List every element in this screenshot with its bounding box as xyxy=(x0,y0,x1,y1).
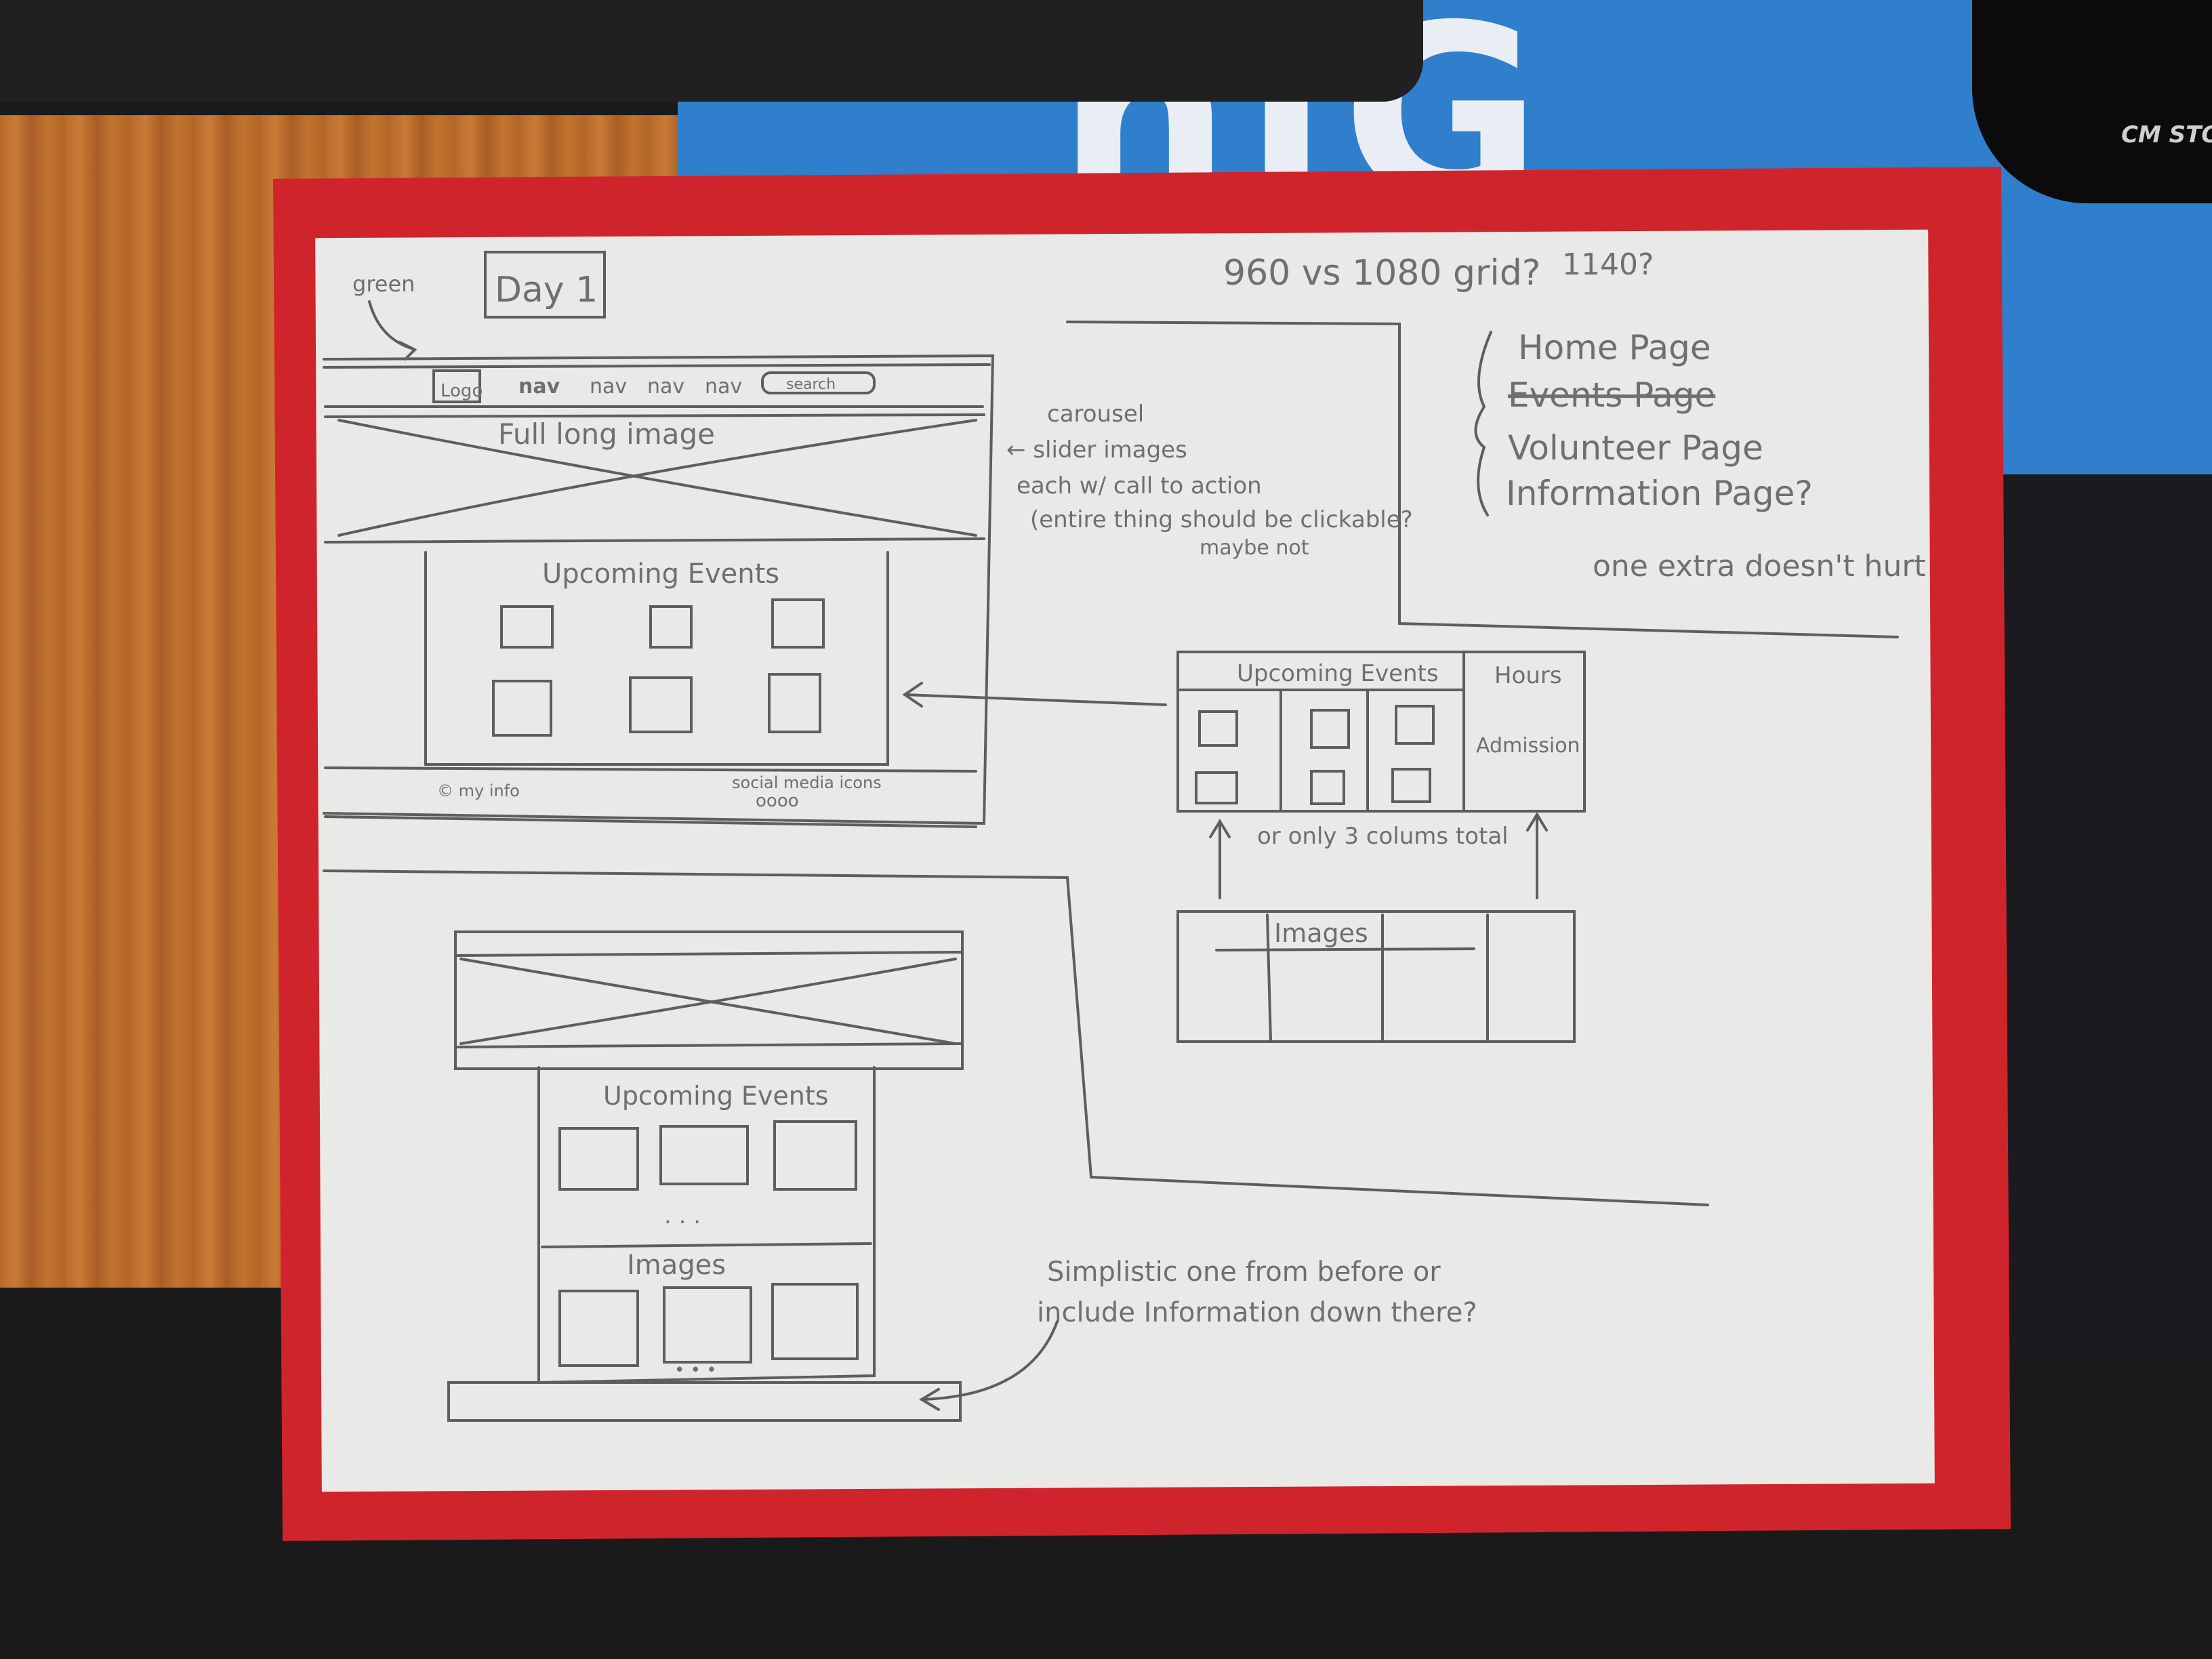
up-arrow-head xyxy=(1209,819,1231,838)
pages-note: one extra doesn't hurt xyxy=(1593,549,1926,583)
search-label: search xyxy=(786,376,836,393)
images-ellipsis: • • • xyxy=(674,1360,717,1380)
mouse: CM STO xyxy=(1972,0,2212,203)
upcoming-events-label: Upcoming Events xyxy=(542,558,779,590)
event-thumb xyxy=(768,673,821,733)
images-row-box xyxy=(1176,910,1576,1043)
keyboard xyxy=(0,0,1423,102)
up-arrow-head xyxy=(1526,812,1548,832)
event-card xyxy=(659,1125,749,1185)
images-divider xyxy=(1266,914,1272,1042)
footer-question: Simplistic one from before or xyxy=(1047,1256,1441,1288)
alt-thumb xyxy=(1195,771,1238,804)
page-list-item: Volunteer Page xyxy=(1508,428,1763,468)
carousel-note: (entire thing should be clickable? xyxy=(1030,506,1413,533)
hero-label: Full long image xyxy=(498,417,715,451)
alt-thumb xyxy=(1310,770,1345,805)
carousel-note: each w/ call to action xyxy=(1017,472,1262,499)
image-card xyxy=(663,1286,752,1364)
footer-social: social media icons xyxy=(732,773,882,792)
svg-text:CM STO: CM STO xyxy=(2121,121,2212,148)
hero-top-line xyxy=(324,413,985,418)
event-thumb xyxy=(492,680,552,737)
event-thumb xyxy=(649,605,693,649)
page-list-item: Information Page? xyxy=(1506,474,1813,513)
footer-line xyxy=(324,766,977,773)
section-divider xyxy=(541,1242,872,1248)
grid-question: 960 vs 1080 grid? xyxy=(1223,253,1540,293)
nav-item: nav xyxy=(518,375,560,398)
nav-top-line xyxy=(323,363,991,369)
pointer-arrow xyxy=(903,693,1167,706)
alt-hours-label: Hours xyxy=(1494,662,1562,689)
wireframe-1-outline xyxy=(323,354,995,825)
hero-cross-2 xyxy=(337,419,977,537)
page-list-item: Home Page xyxy=(1518,328,1711,367)
pages-brace xyxy=(1474,331,1492,516)
images-underline xyxy=(1215,947,1475,951)
nav-item: nav xyxy=(590,375,627,398)
events-section-outline xyxy=(424,551,889,766)
footer-question: include Information down there? xyxy=(1037,1297,1477,1328)
nav-item: nav xyxy=(705,375,742,398)
hero-box-2 xyxy=(454,930,964,1070)
footer-info: © my info xyxy=(437,781,520,800)
footer-bottom xyxy=(324,815,977,828)
image-card xyxy=(558,1290,639,1367)
social-icons: oooo xyxy=(756,791,799,811)
carousel-note: maybe not xyxy=(1200,536,1309,560)
alt-thumb xyxy=(1310,709,1350,749)
page-list-item: Events Page xyxy=(1508,375,1715,415)
alt-thumb xyxy=(1395,705,1435,745)
hero-box-2-line xyxy=(456,951,962,957)
images-label: Images xyxy=(1274,918,1368,948)
pages-bracket xyxy=(1066,321,1899,638)
carousel-note: ← slider images xyxy=(1006,436,1187,464)
day-box xyxy=(484,251,606,319)
alt-layout-box xyxy=(1176,651,1586,813)
carousel-note: carousel xyxy=(1047,401,1144,428)
search-box xyxy=(761,371,876,394)
alt-thumb xyxy=(1391,768,1431,803)
mouse-brand-text: CM STO xyxy=(2121,121,2212,148)
columns-note: or only 3 colums total xyxy=(1257,823,1509,850)
alt-events-label: Upcoming Events xyxy=(1237,660,1439,687)
alt-thumb xyxy=(1198,710,1238,747)
logo-box xyxy=(432,369,481,403)
footer-arrow-head xyxy=(919,1388,940,1411)
alt-admission-label: Admission xyxy=(1476,734,1580,758)
images-label-2: Images xyxy=(627,1250,726,1281)
nav-logo: Logo xyxy=(441,381,483,401)
event-thumb xyxy=(771,598,825,649)
hero-bottom-line xyxy=(324,537,985,544)
wireframe-2-bracket xyxy=(323,869,1709,1206)
footer-arrow xyxy=(920,1320,1059,1401)
image-card xyxy=(771,1283,859,1360)
day-label: Day 1 xyxy=(495,270,598,310)
pointer-arrow-head xyxy=(902,682,923,708)
nav-item: nav xyxy=(647,375,684,398)
green-note: green xyxy=(352,271,415,297)
event-card xyxy=(558,1127,639,1191)
hero-box-2-line xyxy=(456,1042,962,1048)
event-thumb xyxy=(629,676,693,733)
event-thumb xyxy=(500,605,554,649)
green-arrow xyxy=(368,300,415,350)
green-arrow-head xyxy=(398,341,417,361)
grid-alt: 1140? xyxy=(1562,247,1654,282)
content-column xyxy=(537,1066,876,1385)
hero-cross xyxy=(459,958,957,1045)
event-card xyxy=(773,1120,857,1191)
events-label-2: Upcoming Events xyxy=(603,1081,829,1111)
events-ellipsis: . . . xyxy=(664,1202,701,1229)
footer-box-2 xyxy=(447,1381,962,1422)
